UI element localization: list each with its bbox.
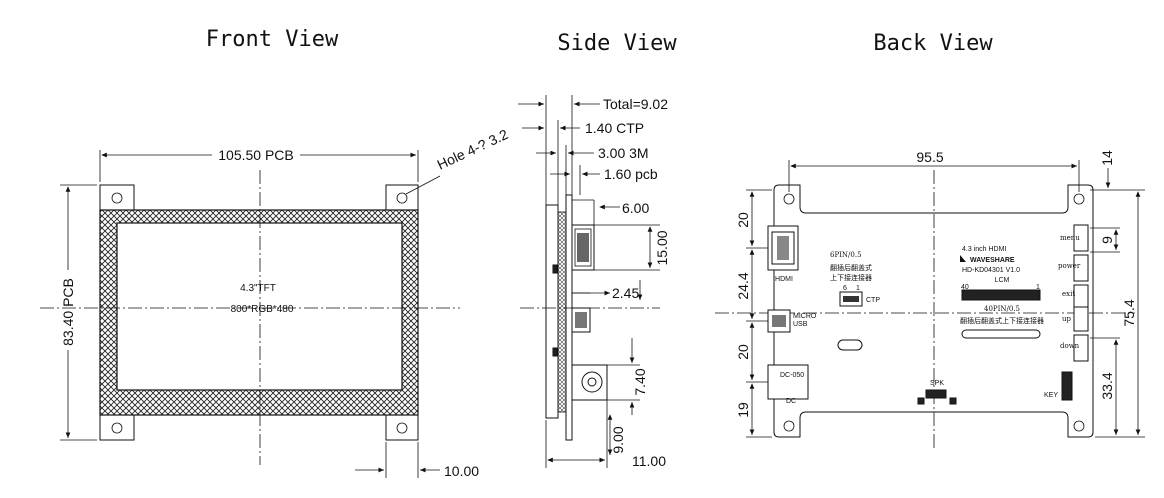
hdmi-usb-dimension: 24.4 [735, 272, 751, 299]
dc050-label: DC-050 [780, 372, 804, 379]
brand-logo: WAVESHARE [970, 257, 1015, 264]
down-button[interactable] [1073, 334, 1089, 362]
side-view-title: Side View [557, 31, 677, 56]
mount-hole-icon [111, 422, 123, 434]
hdmi-depth-dimension: 6.00 [622, 200, 649, 216]
up-button-label: up [1062, 315, 1072, 323]
top-offset-dimension: 14 [1099, 150, 1115, 166]
hdmi-label: HDMI [775, 276, 793, 283]
usb-dc-dimension: 20 [735, 344, 751, 360]
key-connector [1061, 371, 1073, 401]
mount-hole-icon [1073, 193, 1085, 205]
mount-hole-icon [1073, 420, 1085, 432]
adhesive-layer [557, 211, 567, 413]
lcm-connector-cn: 翻插后翻盖式上下接连接器 [960, 316, 1044, 325]
power-button-label: power [1058, 262, 1081, 270]
pcb-outline [773, 184, 1094, 438]
front-view-title: Front View [206, 27, 339, 52]
ctp-pin6: 6 [843, 285, 847, 292]
lcm-pin1: 1 [1036, 284, 1040, 291]
down-button-label: down [1060, 342, 1080, 350]
button-pitch-dimension: 9 [1099, 236, 1115, 244]
hdmi-offset-dimension: 20 [735, 212, 751, 228]
dc-jack [767, 364, 809, 400]
dc-bottom-dimension: 19 [735, 402, 751, 418]
tape-thickness-dimension: 3.00 3M [598, 145, 649, 161]
pcb-mount-tabs [99, 184, 419, 441]
exit-button-label: exit [1062, 290, 1075, 298]
spk-label: SPK [930, 380, 944, 387]
front-view: 4.3"TFT 800*RGB*480 105.50 PCB 83.40 PCB… [40, 126, 511, 479]
usb-label: USB [793, 321, 808, 328]
pcb-board [565, 194, 573, 441]
mount-hole-icon [396, 192, 408, 204]
pcb-width-dimension: 105.50 PCB [218, 147, 294, 163]
lcm-pin40: 40 [961, 284, 969, 291]
ctp-connector-cn1: 翻插后翻盖式 [830, 263, 872, 272]
menu-button[interactable] [1073, 224, 1089, 252]
dc-label: DC [786, 398, 796, 405]
back-view: HDMI MICRO USB DC-050 DC 6PIN/0.5 翻插后翻盖式… [715, 149, 1145, 450]
mount-hole-icon [783, 420, 795, 432]
ctp-thickness-dimension: 1.40 CTP [585, 120, 644, 136]
ctp-label: CTP [866, 297, 880, 304]
lcm-label: LCM [995, 277, 1010, 284]
mount-hole-icon [396, 422, 408, 434]
hole-callout: Hole 4-? 3.2 [435, 126, 511, 173]
power-button[interactable] [1073, 254, 1089, 282]
ctp-glass [545, 204, 559, 419]
lcm-slot [961, 329, 1041, 339]
ctp-pin1: 1 [856, 285, 860, 292]
tft-size-label: 4.3"TFT [240, 283, 276, 294]
back-view-title: Back View [873, 31, 993, 56]
hole-spacing-dimension: 95.5 [916, 149, 943, 165]
tft-resolution-label: 800*RGB*480 [231, 304, 294, 315]
ctp-pin-label: 6PIN/0.5 [830, 251, 862, 259]
spk-connector [925, 389, 947, 399]
board-height-dimension: 75.4 [1121, 299, 1137, 326]
ctp-connector-cn2: 上下接连接器 [830, 273, 872, 282]
pcb-height-dimension: 83.40 PCB [60, 278, 76, 346]
up-button[interactable] [1073, 306, 1089, 332]
total-thickness-dimension: Total=9.02 [603, 96, 668, 112]
button-offset-dimension: 33.4 [1099, 372, 1115, 399]
board-title: 4.3 inch HDMI [962, 246, 1006, 253]
usb-offset-dimension: 2.45 [612, 285, 639, 301]
dc-height-dimension: 7.40 [632, 368, 648, 395]
display-active-area [116, 222, 403, 391]
dc-depth-dimension: 9.00 [610, 426, 626, 453]
mount-hole-icon [111, 192, 123, 204]
micro-label: MICRO [793, 313, 817, 320]
mount-hole-icon [783, 193, 795, 205]
board-slot [837, 339, 863, 351]
lcm-pin-label: 40PIN/0.5 [984, 305, 1020, 313]
side-view: Total=9.02 1.40 CTP 3.00 3M 1.60 pcb [518, 95, 670, 469]
model-label: HD-KD04301 V1.0 [962, 267, 1020, 274]
hdmi-height-dimension: 15.00 [654, 230, 670, 265]
lcm-connector [961, 289, 1041, 301]
overall-depth-dimension: 11.00 [632, 453, 666, 469]
pcb-thickness-dimension: 1.60 pcb [604, 166, 658, 182]
tab-width-dimension: 10.00 [444, 463, 479, 479]
key-label: KEY [1044, 392, 1058, 399]
menu-button-label: menu [1060, 234, 1080, 242]
